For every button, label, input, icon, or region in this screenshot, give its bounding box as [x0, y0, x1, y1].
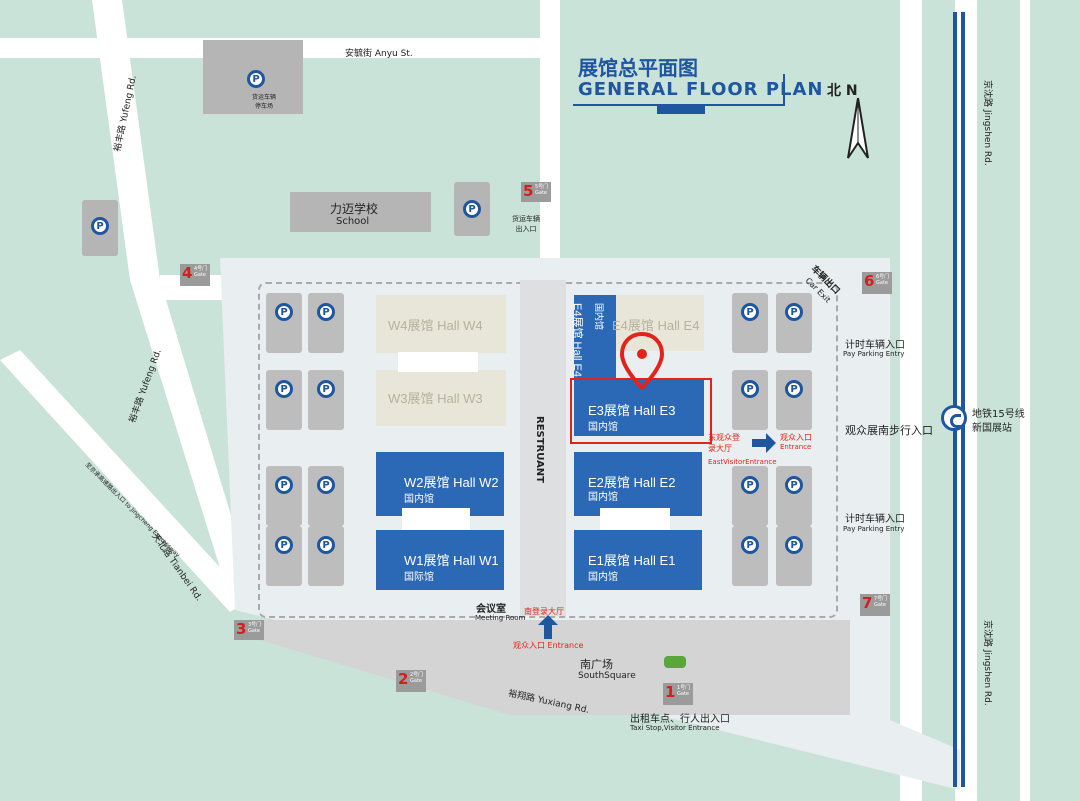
parking-icon: P — [91, 217, 109, 235]
title-en: GENERAL FLOOR PLAN — [578, 79, 824, 100]
parking-lot — [776, 466, 812, 526]
central-corridor — [520, 280, 566, 616]
parking-lot — [732, 293, 768, 353]
parking-icon: P — [317, 380, 335, 398]
hall-w3[interactable]: W3展馆 Hall W3 — [376, 370, 506, 426]
school-label-zh: 力迈学校 — [330, 202, 379, 216]
parking-icon: P — [247, 70, 265, 88]
pay-parking-label-zh-2: 计时车辆入口 — [845, 514, 905, 525]
metro-label-zh: 地铁15号线 — [972, 409, 1025, 420]
east-entrance-arrow-icon — [752, 433, 776, 453]
south-square-label-zh: 南广场 — [580, 658, 613, 671]
parking-lot — [776, 370, 812, 430]
taxi-stop-label-zh: 出租车点、行人出入口 — [630, 714, 730, 725]
school-label-en: School — [336, 216, 370, 227]
title-underline — [657, 106, 705, 114]
south-square-label-en: SouthSquare — [578, 671, 636, 681]
pay-parking-label-zh-1: 计时车辆入口 — [845, 340, 905, 351]
parking-icon: P — [741, 536, 759, 554]
parking-lot — [266, 466, 302, 526]
parking-icon: P — [463, 200, 481, 218]
parking-icon: P — [785, 380, 803, 398]
truck-parking-label: 货运车辆 停车场 — [251, 94, 276, 110]
east-entrance-label-zh: 观众入口 — [780, 433, 812, 442]
visitor-walk-label: 观众展南步行入口 — [845, 424, 933, 437]
north-arrow-icon — [847, 98, 869, 159]
jingshen-road-label-bottom: 京沈路 Jingshen Rd. — [982, 620, 992, 706]
parking-icon: P — [317, 536, 335, 554]
parking-icon: P — [785, 303, 803, 321]
parking-icon: P — [317, 476, 335, 494]
parking-lot — [308, 526, 344, 586]
east-entrance-label-en: Entrance — [780, 443, 812, 451]
jingshen-road-label-top: 京沈路 Jingshen Rd. — [982, 80, 992, 166]
hall-w-gap — [398, 352, 478, 372]
south-entrance-label: 观众入口 Entrance — [513, 641, 584, 650]
hall-e2[interactable]: E2展馆 Hall E2 国内馆 — [574, 452, 702, 516]
title-frame — [573, 74, 785, 106]
parking-icon: P — [785, 536, 803, 554]
current-location-highlight — [570, 378, 712, 444]
parking-icon: P — [741, 380, 759, 398]
parking-lot — [266, 370, 302, 430]
parking-lot — [266, 526, 302, 586]
hall-e-courtyard — [600, 508, 670, 530]
location-pin-icon — [620, 332, 664, 390]
parking-lot — [266, 293, 302, 353]
hall-w1[interactable]: W1展馆 Hall W1 国际馆 — [376, 530, 504, 590]
east-hall-label-en: EastVisitorEntrance — [708, 458, 777, 466]
south-entrance-arrow-icon — [538, 615, 558, 639]
hall-e1[interactable]: E1展馆 Hall E1 国内馆 — [574, 530, 702, 590]
hall-w-courtyard — [402, 508, 470, 530]
north-label: 北 N — [827, 83, 858, 99]
parking-lot — [776, 293, 812, 353]
title-zh: 展馆总平面图 — [578, 56, 698, 80]
parking-lot — [308, 466, 344, 526]
east-hall-label-zh: 东观众登 录大厅 — [708, 433, 740, 453]
parking-icon: P — [275, 303, 293, 321]
meeting-room-label-zh: 会议室 — [476, 604, 506, 615]
truck-gate-label: 货运车辆 出入口 — [512, 215, 540, 233]
parking-lot — [776, 526, 812, 586]
pay-parking-label-en-2: Pay Parking Entry — [843, 525, 905, 533]
parking-lot — [732, 466, 768, 526]
hall-e3[interactable]: E3展馆 Hall E3 国内馆 — [574, 380, 704, 436]
hall-e4-domestic[interactable]: E4展馆 Hall E4 国内馆 — [571, 295, 616, 378]
school-building — [290, 192, 431, 232]
parking-icon: P — [275, 536, 293, 554]
hall-w2[interactable]: W2展馆 Hall W2 国内馆 — [376, 452, 504, 516]
parking-icon: P — [275, 476, 293, 494]
south-lobby-label: 南登录大厅 — [524, 607, 564, 616]
pay-parking-label-en-1: Pay Parking Entry — [843, 350, 905, 358]
meeting-room-label-en: Meeting Room — [475, 614, 526, 622]
parking-icon: P — [317, 303, 335, 321]
anyu-street-label: 安毓街 Anyu St. — [345, 49, 413, 59]
hall-w4[interactable]: W4展馆 Hall W4 — [376, 295, 506, 353]
parking-lot — [308, 293, 344, 353]
taxi-stop-label-en: Taxi Stop,Visitor Entrance — [630, 724, 720, 732]
parking-lot — [308, 370, 344, 430]
restaurant-label: RESTRUANT — [534, 416, 545, 483]
car-icon — [664, 656, 686, 668]
parking-icon: P — [741, 476, 759, 494]
parking-icon: P — [785, 476, 803, 494]
parking-icon: P — [275, 380, 293, 398]
parking-icon: P — [741, 303, 759, 321]
metro-label-zh2: 新国展站 — [972, 423, 1012, 434]
parking-lot — [732, 526, 768, 586]
parking-lot — [732, 370, 768, 430]
metro-icon — [941, 405, 967, 431]
